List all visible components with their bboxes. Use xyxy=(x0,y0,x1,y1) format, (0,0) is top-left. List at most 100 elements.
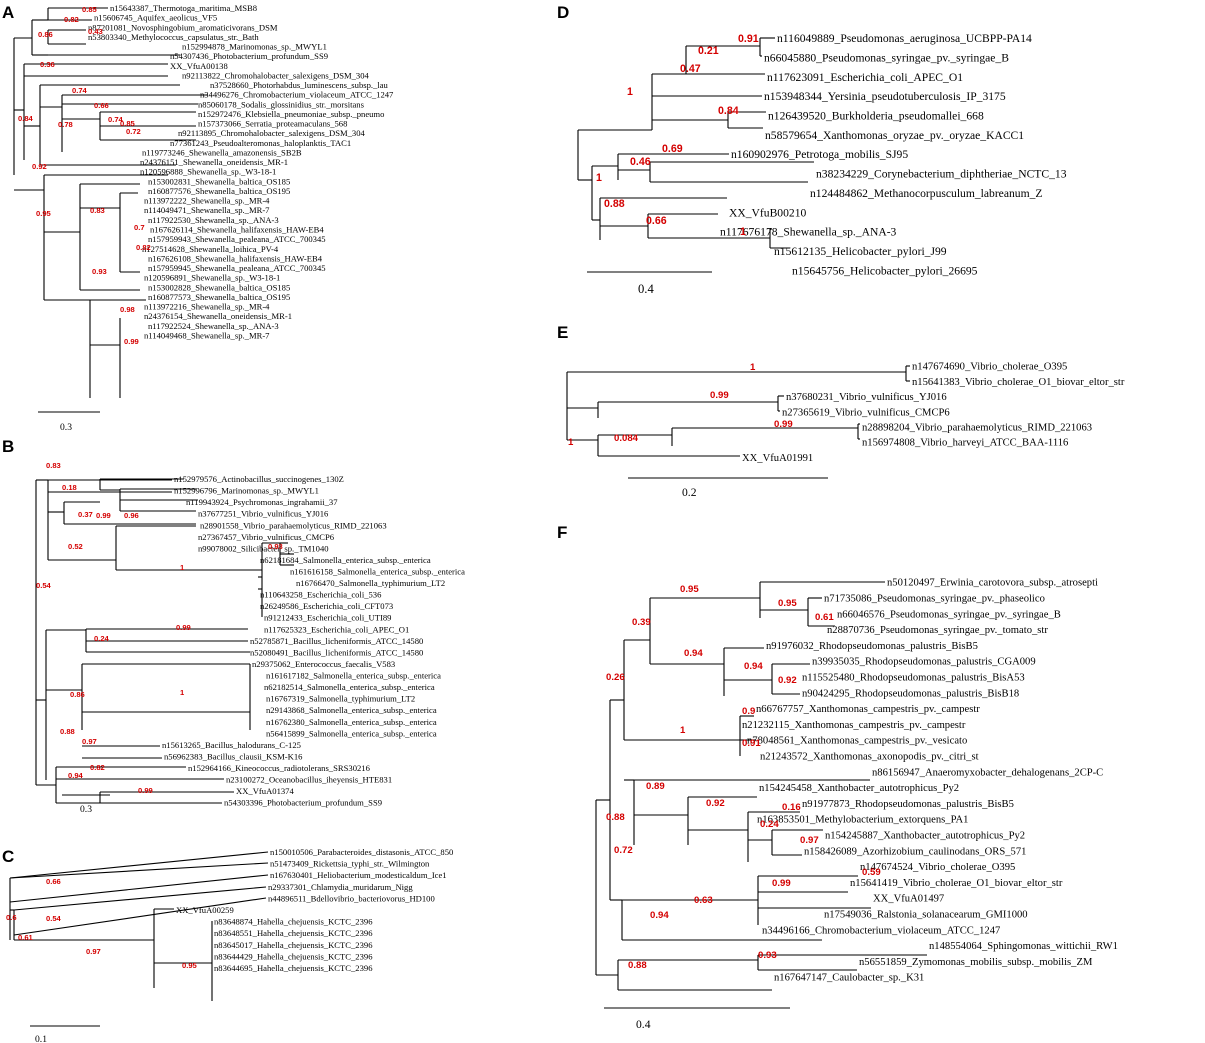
leaf-label: n62181684_Salmonella_enterica_subsp._ent… xyxy=(260,555,431,565)
leaf-label: n160877576_Shewanella_baltica_OS195 xyxy=(148,186,290,196)
branch xyxy=(9,862,269,879)
bootstrap-value: 0.93 xyxy=(92,267,107,276)
leaf-label: n152972476_Klebsiella_pneumoniae_subsp._… xyxy=(198,109,384,119)
leaf-label: n62182514_Salmonella_enterica_subsp._ent… xyxy=(264,682,435,692)
bootstrap-value: 0.54 xyxy=(36,581,52,590)
bootstrap-value: 0.91 xyxy=(738,33,759,45)
leaf-label: n37680231_Vibrio_vulnificus_YJ016 xyxy=(786,392,947,403)
leaf-label: XX_VfuA01374 xyxy=(236,786,294,796)
bootstrap-value: 0.89 xyxy=(646,781,665,792)
leaf-label: n126439520_Burkholderia_pseudomallei_668 xyxy=(768,110,984,123)
bootstrap-value: 0.43 xyxy=(88,27,103,36)
leaf-label: n117623091_Escherichia_coli_APEC_O1 xyxy=(767,71,963,84)
bootstrap-value: 0.98 xyxy=(120,305,135,314)
leaf-label: n152979576_Actinobacillus_succinogenes_1… xyxy=(174,474,344,484)
bootstrap-value: 0.86 xyxy=(38,30,53,39)
bootstrap-value: 1 xyxy=(596,172,602,184)
leaf-label: n66045880_Pseudomonas_syringae_pv._syrin… xyxy=(764,51,1009,64)
leaf-label: n29143868_Salmonella_enterica_subsp._ent… xyxy=(266,705,437,715)
bootstrap-value: 0.99 xyxy=(138,786,153,795)
leaf-label: n17549036_Ralstonia_solanacearum_GMI1000 xyxy=(824,910,1028,921)
bootstrap-value: 0.66 xyxy=(94,101,109,110)
bootstrap-value: 0.99 xyxy=(772,878,791,889)
bootstrap-value: 1 xyxy=(180,563,185,572)
leaf-label: n83644429_Hahella_chejuensis_KCTC_2396 xyxy=(214,951,373,961)
leaf-label: n124484862_Methanocorpusculum_labreanum_… xyxy=(810,187,1042,200)
bootstrap-value: 0.97 xyxy=(82,737,97,746)
leaf-label: n120596891_Shewanella_sp._W3-18-1 xyxy=(144,273,280,283)
bootstrap-value: 0.92 xyxy=(32,162,47,171)
leaf-label: n83648551_Hahella_chejuensis_KCTC_2396 xyxy=(214,928,373,938)
leaf-label: n161617182_Salmonella_enterica_subsp._en… xyxy=(266,671,441,681)
bootstrap-value: 0.66 xyxy=(646,215,667,227)
bootstrap-value: 0.6 xyxy=(6,913,17,922)
leaf-label: n37528660_Photorhabdus_luminescens_subsp… xyxy=(210,80,389,90)
leaf-label: n29337301_Chlamydia_muridarum_Nigg xyxy=(268,882,413,892)
bootstrap-value: 0.88 xyxy=(606,812,625,823)
bootstrap-value: 0.97 xyxy=(86,947,101,956)
leaf-label: n157373066_Serratia_proteamaculans_568 xyxy=(198,119,347,129)
bootstrap-value: 0.99 xyxy=(710,390,729,401)
leaf-label: XX_VfuA01497 xyxy=(873,894,944,905)
leaf-label: n154245887_Xanthobacter_autotrophicus_Py… xyxy=(825,831,1025,842)
bootstrap-value: 0.84 xyxy=(18,114,34,123)
bootstrap-value: 0.99 xyxy=(774,419,793,430)
bootstrap-value: 0.54 xyxy=(46,914,62,923)
leaf-label: XX_VfuA01991 xyxy=(742,453,813,464)
bootstrap-value: 0.95 xyxy=(182,961,198,970)
leaf-label: n16767319_Salmonella_typhimurium_LT2 xyxy=(266,694,415,704)
bootstrap-value: 0.94 xyxy=(744,661,763,672)
leaf-label: n66046576_Pseudomonas_syringae_pv._syrin… xyxy=(837,609,1061,620)
panel-label: F xyxy=(557,523,567,542)
bootstrap-value: 0.24 xyxy=(760,819,779,830)
leaf-label: n53803340_Methylococcus_capsulatus_str._… xyxy=(88,32,259,42)
leaf-label: n15641419_Vibrio_cholerae_O1_biovar_elto… xyxy=(850,878,1063,889)
bootstrap-value: 0.96 xyxy=(124,511,139,520)
bootstrap-value: 0.94 xyxy=(68,771,84,780)
leaf-label: n127514628_Shewanella_loihica_PV-4 xyxy=(142,244,279,254)
tree-panel-b: Bn152979576_Actinobacillus_succinogenes_… xyxy=(2,437,465,815)
leaf-label: n154245458_Xanthobacter_autotrophicus_Py… xyxy=(759,783,959,794)
leaf-label: n119943924_Psychromonas_ingrahamii_37 xyxy=(186,497,338,507)
leaf-label: n27367457_Vibrio_vulnificus_CMCP6 xyxy=(198,532,335,542)
bootstrap-value: 0.82 xyxy=(90,763,105,772)
bootstrap-value: 0.92 xyxy=(706,798,725,809)
scale-bar-label: 0.2 xyxy=(682,486,697,499)
bootstrap-value: 0.94 xyxy=(684,648,703,659)
leaf-label: n167630401_Heliobacterium_modesticaldum_… xyxy=(270,870,447,880)
bootstrap-value: 0.91 xyxy=(742,738,761,749)
leaf-label: n167626114_Shewanella_halifaxensis_HAW-E… xyxy=(150,225,324,235)
leaf-label: n58579654_Xanthomonas_oryzae_pv._oryzae_… xyxy=(765,129,1024,142)
bootstrap-value: 0.21 xyxy=(698,45,719,57)
tree-branches xyxy=(9,851,269,1001)
leaf-label: n16762380_Salmonella_enterica_subsp._ent… xyxy=(266,717,437,727)
bootstrap-value: 1 xyxy=(680,725,686,736)
bootstrap-value: 1 xyxy=(568,437,574,448)
leaf-label: n160902976_Petrotoga_mobilis_SJ95 xyxy=(731,148,908,161)
leaf-label: n15645756_Helicobacter_pylori_26695 xyxy=(792,264,978,277)
leaf-label: n161616158_Salmonella_enterica_subsp._en… xyxy=(290,566,465,576)
leaf-label: n115525480_Rhodopseudomonas_palustris_Bi… xyxy=(802,673,1025,684)
leaf-label: n56962383_Bacillus_clausii_KSM-K16 xyxy=(164,751,303,761)
bootstrap-value: 0.72 xyxy=(126,127,141,136)
bootstrap-value: 0.99 xyxy=(176,623,191,632)
leaf-label: n15643387_Thermotoga_maritima_MSB8 xyxy=(110,3,257,13)
leaf-label: n56551859_Zymomonas_mobilis_subsp._mobil… xyxy=(859,957,1093,968)
bootstrap-value: 0.39 xyxy=(632,617,651,628)
tree-branches xyxy=(566,365,910,457)
panel-label: D xyxy=(557,3,569,22)
leaf-label: n24376154_Shewanella_oneidensis_MR-1 xyxy=(144,311,292,321)
bootstrap-value: 0.93 xyxy=(268,542,283,551)
tree-branches xyxy=(595,581,927,991)
leaf-label: n91976032_Rhodopseudomonas_palustris_Bis… xyxy=(766,641,978,652)
panel-label: E xyxy=(557,323,568,342)
tree-branches xyxy=(35,478,294,804)
bootstrap-value: 0.7 xyxy=(134,223,145,232)
bootstrap-value: 0.61 xyxy=(815,612,834,623)
leaf-label: n117922524_Shewanella_sp._ANA-3 xyxy=(148,321,279,331)
bootstrap-value: 0.88 xyxy=(604,198,625,210)
leaf-label: n167626108_Shewanella_halifaxensis_HAW-E… xyxy=(148,253,323,263)
leaf-label: n29375062_Enterococcus_faecalis_V583 xyxy=(252,659,395,669)
